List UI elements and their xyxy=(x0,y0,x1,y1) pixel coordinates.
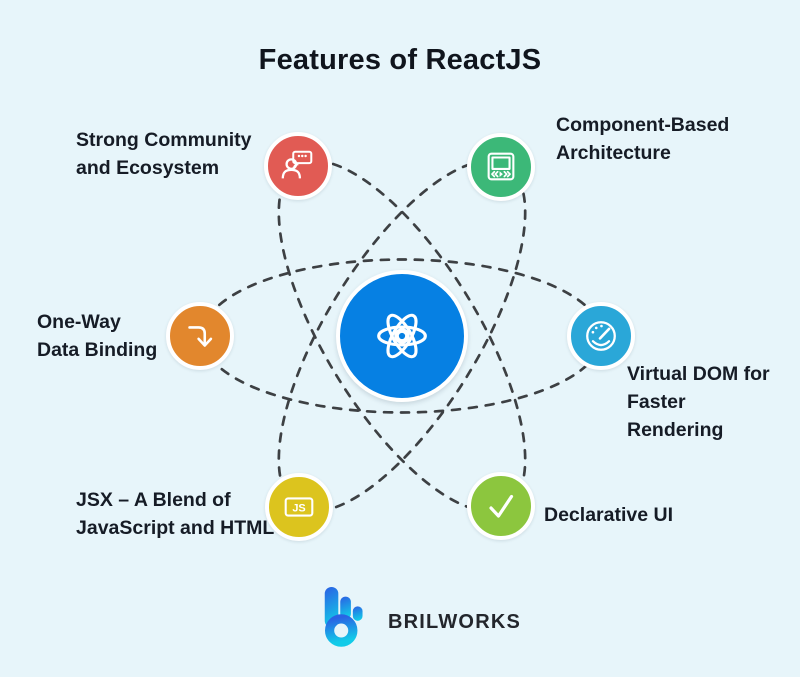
label-component-based: Component-Based Architecture xyxy=(556,111,761,167)
page-title: Features of ReactJS xyxy=(258,44,542,76)
js-badge-icon: JS xyxy=(284,497,314,517)
label-line: One-Way xyxy=(37,311,121,333)
label-strong-community: Strong Community and Ecosystem xyxy=(76,126,271,182)
node-virtual-dom xyxy=(567,302,635,370)
component-screen-icon xyxy=(487,152,515,181)
label-jsx: JSX – A Blend of JavaScript and HTML xyxy=(76,486,291,542)
brand-logo: BRILWORKS xyxy=(322,585,521,647)
label-line: Rendering xyxy=(627,419,724,441)
label-line: JSX – A Blend of xyxy=(76,489,231,511)
node-component-based xyxy=(467,133,535,201)
label-line: Component-Based xyxy=(556,114,730,136)
label-line: Faster xyxy=(627,391,686,413)
brilworks-b-icon xyxy=(324,586,363,647)
label-line: Strong Community xyxy=(76,129,252,151)
node-strong-community xyxy=(264,132,332,200)
label-line: and Ecosystem xyxy=(76,157,220,179)
react-atom-icon xyxy=(377,313,427,359)
react-center-node xyxy=(336,270,468,402)
label-declarative-ui: Declarative UI xyxy=(544,501,709,529)
label-virtual-dom: Virtual DOM for Faster Rendering xyxy=(627,360,782,444)
label-line: Architecture xyxy=(556,142,671,164)
label-line: Declarative UI xyxy=(544,504,673,526)
label-one-way-binding: One-Way Data Binding xyxy=(37,308,187,364)
checkmark-icon xyxy=(489,494,514,518)
label-line: JavaScript and HTML xyxy=(76,517,275,539)
node-jsx: JS xyxy=(265,473,333,541)
label-line: Virtual DOM for xyxy=(627,363,770,385)
speedometer-icon xyxy=(586,321,616,351)
one-way-arrow-icon xyxy=(188,326,213,347)
node-one-way-binding xyxy=(166,302,234,370)
node-declarative-ui xyxy=(467,472,535,540)
brand-name: BRILWORKS xyxy=(388,610,522,633)
community-chat-icon xyxy=(281,150,313,179)
label-line: Data Binding xyxy=(37,339,158,361)
js-badge-text: JS xyxy=(292,503,305,515)
